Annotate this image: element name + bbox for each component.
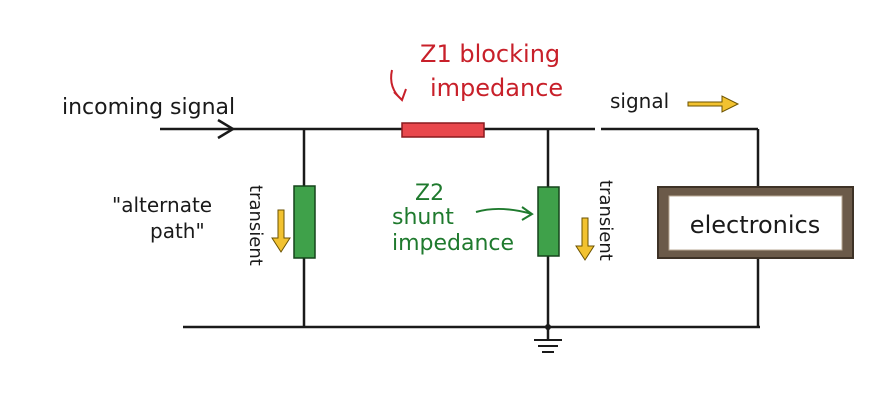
electronics-label: electronics bbox=[690, 211, 820, 239]
shunt-callout-arrow bbox=[475, 206, 534, 221]
signal-out-arrow bbox=[687, 95, 740, 113]
transient-left-label: transient bbox=[245, 185, 266, 266]
blocking-impedance-title: Z1 blocking bbox=[420, 40, 560, 68]
shunt-impedance-line2: shunt bbox=[392, 205, 454, 230]
signal-out-label: signal bbox=[610, 89, 669, 113]
alternate-path-label-line1: "alternate bbox=[112, 193, 212, 217]
wires bbox=[160, 127, 760, 340]
electronics-box: electronics bbox=[657, 186, 854, 259]
blocking-callout-arrow bbox=[390, 69, 407, 102]
incoming-signal-label: incoming signal bbox=[62, 95, 235, 120]
blocking-impedance-subtitle: impedance bbox=[430, 74, 563, 102]
alternate-path-resistor bbox=[293, 185, 316, 259]
ground-symbol bbox=[534, 339, 562, 353]
blocking-impedance-resistor bbox=[401, 122, 485, 138]
transient-right-arrow bbox=[575, 217, 595, 261]
transient-left-arrow bbox=[271, 209, 291, 253]
junction-dot bbox=[545, 324, 551, 330]
alternate-path-label-line2: path" bbox=[150, 219, 205, 243]
shunt-impedance-line3: impedance bbox=[392, 231, 514, 256]
shunt-impedance-resistor bbox=[537, 186, 560, 257]
incoming-arrowhead bbox=[217, 118, 236, 140]
shunt-impedance-title: Z2 bbox=[415, 181, 444, 206]
transient-right-label: transient bbox=[595, 180, 616, 261]
